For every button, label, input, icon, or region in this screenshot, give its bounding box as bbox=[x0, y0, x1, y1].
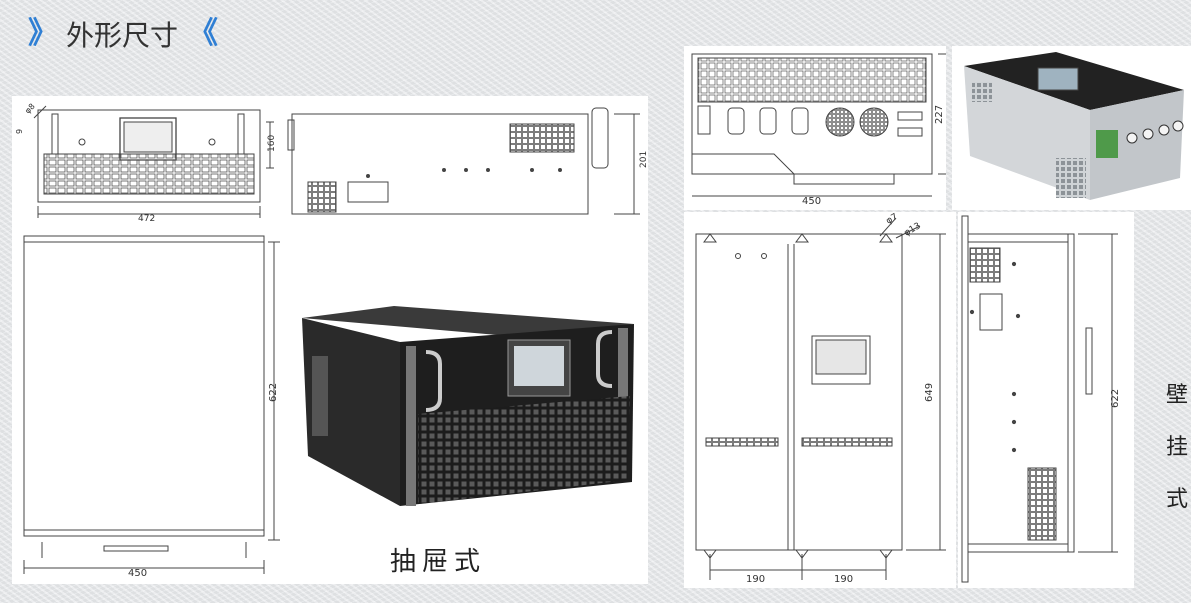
dim-wall-front-w1: 190 bbox=[746, 574, 765, 585]
drawer-side-view bbox=[287, 107, 640, 215]
wall-product-photo bbox=[952, 46, 1191, 210]
wall-caption-char-2: 挂 bbox=[1166, 435, 1189, 460]
dim-front-width: 472 bbox=[138, 214, 155, 224]
dim-wall-front-w2: 190 bbox=[834, 574, 853, 585]
wall-caption: 壁 挂 式 bbox=[1166, 370, 1191, 526]
drawer-front-view bbox=[33, 105, 274, 218]
dim-front-height: 160 bbox=[267, 135, 277, 152]
wall-side-drawing bbox=[961, 215, 1118, 583]
dim-wall-bottom-height: 227 bbox=[934, 105, 945, 124]
page-title: 外形尺寸 bbox=[66, 19, 179, 52]
drawer-drawings: 472 160 9 φ8 201 bbox=[15, 102, 649, 579]
dim-wall-hole-7: φ7 bbox=[885, 212, 900, 226]
dim-wall-hole-13: φ13 bbox=[903, 221, 923, 238]
wall-bottom-view-panel: 450 227 bbox=[684, 46, 946, 210]
wall-caption-char-1: 壁 bbox=[1166, 383, 1189, 408]
section-title: 》 外形尺寸 《 bbox=[28, 14, 218, 54]
wall-front-drawing bbox=[695, 217, 946, 580]
wall-front-view-panel: 649 190 190 φ7 φ13 bbox=[684, 212, 956, 588]
wall-bottom-drawing bbox=[691, 53, 946, 197]
drawer-type-panel: 472 160 9 φ8 201 bbox=[12, 96, 649, 584]
double-chevron-right-icon: 》 bbox=[28, 16, 58, 51]
dim-side-height: 201 bbox=[639, 151, 648, 168]
wall-caption-char-3: 式 bbox=[1166, 487, 1189, 512]
dim-top-height: 622 bbox=[268, 383, 279, 402]
double-chevron-left-icon: 《 bbox=[188, 16, 218, 51]
wall-side-view-panel: 622 bbox=[958, 212, 1134, 588]
drawer-product-photo bbox=[302, 306, 634, 506]
drawer-top-view bbox=[23, 235, 280, 574]
drawer-caption: 抽屉式 bbox=[390, 547, 487, 577]
dim-top-width: 450 bbox=[128, 568, 147, 579]
dim-wall-bottom-width: 450 bbox=[802, 196, 821, 207]
dim-wall-side-height: 622 bbox=[1110, 389, 1121, 408]
dim-wall-front-height: 649 bbox=[924, 383, 935, 402]
dim-front-hole: φ8 bbox=[23, 102, 37, 116]
dim-front-slot: 9 bbox=[15, 129, 24, 134]
